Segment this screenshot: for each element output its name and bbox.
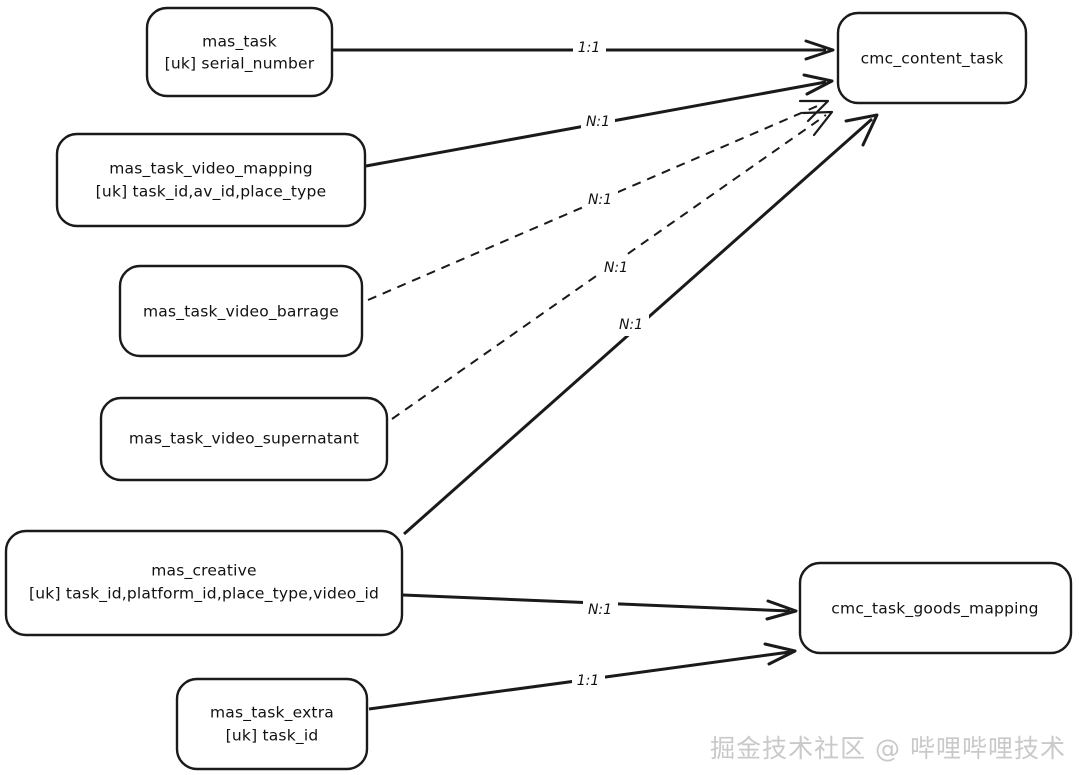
node-shape[interactable] bbox=[4, 529, 404, 637]
node-mas-task-video-barrage[interactable]: mas_task_video_barrage bbox=[118, 264, 364, 358]
arrowhead bbox=[844, 113, 879, 147]
node-label-primary: mas_task_video_supernatant bbox=[129, 430, 359, 449]
node-label-primary: cmc_task_goods_mapping bbox=[831, 600, 1038, 619]
node-label-primary: mas_creative bbox=[151, 562, 257, 581]
node-label-secondary: [uk] serial_number bbox=[165, 55, 315, 74]
node-label-secondary: [uk] task_id,av_id,place_type bbox=[96, 183, 327, 202]
node-label-primary: mas_task_extra bbox=[210, 704, 334, 723]
edge-mas-task-to-content-task: 1:1 bbox=[333, 36, 835, 61]
arrowhead bbox=[798, 99, 830, 123]
node-mas-creative[interactable]: mas_creative [uk] task_id,platform_id,pl… bbox=[4, 529, 404, 637]
edge-video-supernatant-to-content-task: N:1 bbox=[391, 110, 834, 420]
node-label-secondary: [uk] task_id bbox=[226, 727, 319, 746]
node-shape[interactable] bbox=[145, 6, 334, 98]
edge-label: N:1 bbox=[604, 260, 628, 276]
edge-label-backdrop bbox=[583, 189, 618, 211]
edge-label-backdrop bbox=[599, 257, 634, 279]
edge-creative-to-goods-mapping: N:1 bbox=[402, 593, 798, 621]
edge-label: N:1 bbox=[588, 192, 612, 208]
edge-label-backdrop bbox=[573, 36, 606, 58]
edge-label: N:1 bbox=[619, 317, 643, 333]
node-mas-task-video-mapping[interactable]: mas_task_video_mapping [uk] task_id,av_i… bbox=[55, 132, 367, 228]
arrowhead bbox=[802, 73, 834, 96]
edge-label: N:1 bbox=[586, 114, 610, 130]
edge-label-backdrop bbox=[583, 598, 618, 620]
node-shape[interactable] bbox=[836, 11, 1028, 105]
node-mas-task[interactable]: mas_task [uk] serial_number bbox=[145, 6, 334, 98]
arrowhead bbox=[804, 39, 835, 61]
edge-task-extra-to-goods-mapping: 1:1 bbox=[368, 642, 797, 711]
node-cmc-task-goods-mapping[interactable]: cmc_task_goods_mapping bbox=[798, 561, 1073, 655]
arrowhead bbox=[763, 642, 797, 666]
edge-video-mapping-to-content-task: N:1 bbox=[365, 73, 834, 168]
edge-label: N:1 bbox=[588, 602, 612, 618]
edge-label: 1:1 bbox=[578, 40, 601, 56]
node-shape[interactable] bbox=[175, 677, 369, 771]
watermark: 掘金技术社区 @ 哔哩哔哩技术 bbox=[710, 734, 1066, 763]
node-label-primary: mas_task_video_barrage bbox=[143, 303, 339, 322]
arrowhead bbox=[765, 599, 798, 621]
node-mas-task-extra[interactable]: mas_task_extra [uk] task_id bbox=[175, 677, 369, 771]
node-label-primary: cmc_content_task bbox=[861, 50, 1004, 69]
node-shape[interactable] bbox=[55, 132, 367, 228]
node-label-primary: mas_task bbox=[202, 33, 277, 52]
edge-creative-to-content-task: N:1 bbox=[403, 113, 879, 536]
node-shape[interactable] bbox=[798, 561, 1073, 655]
node-shape[interactable] bbox=[99, 396, 389, 482]
arrowhead bbox=[801, 110, 834, 137]
edge-label-backdrop bbox=[581, 110, 615, 132]
edge-video-barrage-to-content-task: N:1 bbox=[367, 99, 830, 301]
edge-label-backdrop bbox=[614, 314, 649, 336]
node-cmc-content-task[interactable]: cmc_content_task bbox=[836, 11, 1028, 105]
node-shape[interactable] bbox=[118, 264, 364, 358]
node-label-secondary: [uk] task_id,platform_id,place_type,vide… bbox=[29, 585, 379, 604]
edge-label-backdrop bbox=[572, 670, 605, 692]
node-mas-task-video-supernatant[interactable]: mas_task_video_supernatant bbox=[99, 396, 389, 482]
node-label-primary: mas_task_video_mapping bbox=[109, 160, 313, 179]
edge-label: 1:1 bbox=[577, 673, 600, 689]
